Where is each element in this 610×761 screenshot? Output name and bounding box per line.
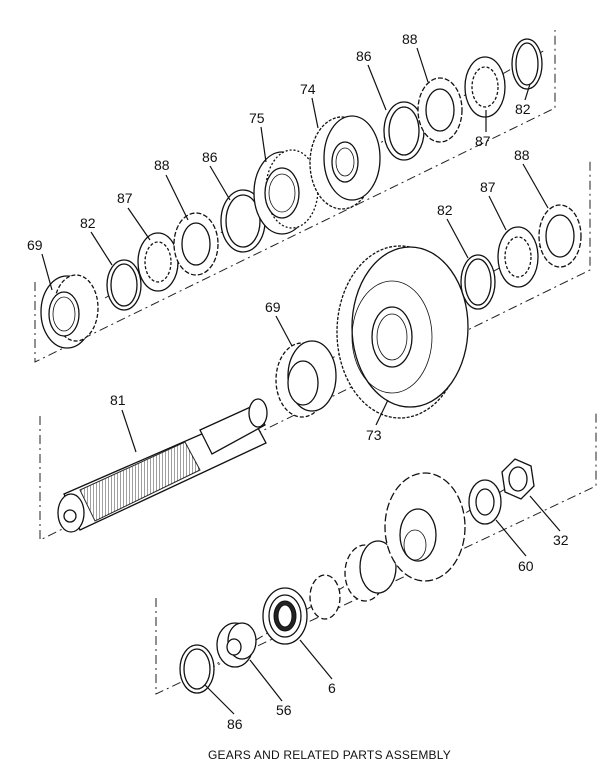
part-87-middle	[497, 226, 539, 288]
callout-88: 88	[402, 31, 418, 47]
part-69-lower	[275, 340, 337, 418]
callout-73: 73	[366, 427, 382, 443]
callout-81: 81	[110, 392, 126, 408]
callout-leader-lines	[41, 47, 561, 715]
part-56	[216, 622, 257, 668]
callout-87: 87	[480, 179, 496, 195]
part-32-nut	[501, 458, 535, 500]
part-69-upper	[40, 274, 99, 349]
callout-69: 69	[27, 237, 43, 253]
part-82-middle	[460, 254, 496, 310]
part-82-upper-right	[511, 38, 543, 90]
part-flange-yoke	[384, 472, 466, 582]
part-86-upper-right	[383, 101, 425, 161]
diagram-caption: GEARS AND RELATED PARTS ASSEMBLY	[208, 748, 451, 761]
callout-82: 82	[80, 215, 96, 231]
callout-74: 74	[300, 81, 316, 97]
part-73	[336, 245, 469, 419]
callout-86: 86	[227, 716, 243, 732]
callout-82: 82	[515, 101, 531, 117]
part-88-middle	[538, 204, 582, 268]
part-87-upper	[137, 232, 179, 292]
part-87-upper-right	[464, 56, 506, 118]
callout-labels: 69 82 87 88 86 75 74 86 88 87 82 88 87 8…	[27, 31, 569, 732]
callout-75: 75	[249, 110, 265, 126]
part-88-upper	[173, 212, 219, 276]
part-75	[253, 149, 319, 235]
callout-60: 60	[518, 558, 534, 574]
callout-32: 32	[553, 532, 569, 548]
part-seal-ring-lower	[344, 540, 397, 602]
callout-86: 86	[202, 149, 218, 165]
part-88-upper-right	[417, 77, 463, 143]
part-snap-ring-lower	[309, 574, 341, 620]
part-86-lower	[179, 644, 215, 694]
callout-86: 86	[356, 48, 372, 64]
callout-87: 87	[117, 190, 133, 206]
callout-88: 88	[154, 157, 170, 173]
callout-82: 82	[437, 202, 453, 218]
part-86-upper	[220, 189, 266, 253]
part-82-upper	[106, 259, 142, 311]
part-74	[309, 115, 381, 210]
part-81-shaft	[57, 398, 268, 533]
callout-56: 56	[276, 702, 292, 718]
callout-6: 6	[328, 680, 336, 696]
callout-87: 87	[475, 133, 491, 149]
callout-69: 69	[265, 299, 281, 315]
callout-88: 88	[514, 147, 530, 163]
part-60	[468, 479, 502, 525]
part-6	[262, 587, 308, 645]
